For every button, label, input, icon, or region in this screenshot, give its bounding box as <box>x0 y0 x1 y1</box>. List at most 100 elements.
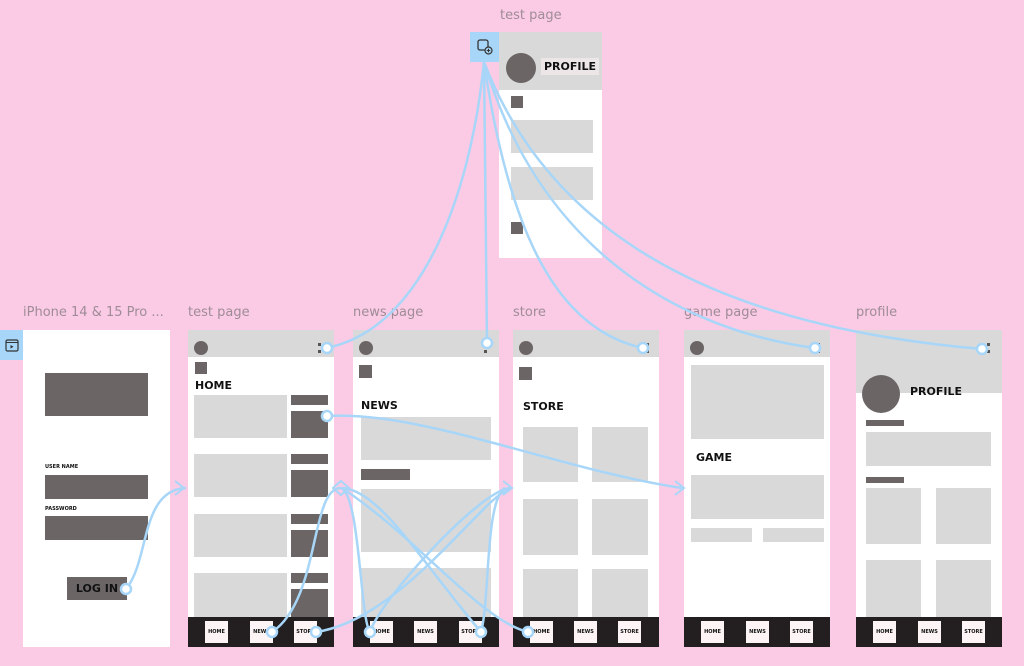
game-button <box>763 528 824 542</box>
frame-title-profile[interactable]: profile <box>856 305 898 320</box>
header <box>684 330 830 357</box>
page-heading: HOME <box>195 379 233 392</box>
avatar <box>862 375 900 413</box>
page-heading: NEWS <box>361 399 398 412</box>
frame-title-top-test-page[interactable]: test page <box>500 8 562 23</box>
product-tile <box>592 499 648 555</box>
news-block <box>361 417 491 460</box>
card-title <box>291 454 328 464</box>
login-button[interactable]: LOG IN <box>67 577 127 600</box>
game-button <box>691 528 752 542</box>
card-image <box>194 514 287 557</box>
icon-square <box>359 365 372 378</box>
news-block <box>361 489 491 552</box>
card-title <box>291 573 328 583</box>
bottom-nav: HOME NEWS STORE <box>684 617 830 647</box>
frame-profile[interactable]: PROFILE HOME NEWS STORE <box>856 330 1002 647</box>
profile-tile <box>936 488 991 544</box>
nav-news[interactable]: NEWS <box>414 621 437 643</box>
bottom-nav: HOME NEWS STORE <box>188 617 334 647</box>
username-input[interactable] <box>45 475 148 499</box>
card-image <box>194 573 287 617</box>
nav-home[interactable]: HOME <box>205 621 228 643</box>
nav-store[interactable]: STORE <box>790 621 813 643</box>
nav-news[interactable]: NEWS <box>746 621 769 643</box>
flow-start-tab[interactable] <box>470 32 499 62</box>
news-block <box>361 568 491 618</box>
card-thumb <box>291 589 328 617</box>
icon-square <box>519 367 532 380</box>
profile-label: PROFILE <box>541 58 600 75</box>
nav-news[interactable]: NEWS <box>250 621 273 643</box>
menu-icon[interactable] <box>484 343 487 353</box>
frame-title-game-page[interactable]: game page <box>684 305 758 320</box>
menu-icon[interactable] <box>646 343 649 353</box>
menu-icon[interactable] <box>318 343 321 353</box>
avatar <box>359 341 373 355</box>
password-label: PASSWORD <box>45 506 77 512</box>
product-tile <box>523 499 578 555</box>
header <box>188 330 334 357</box>
nav-home[interactable]: HOME <box>370 621 393 643</box>
game-block <box>691 475 824 519</box>
section-label <box>866 420 904 426</box>
frame-store[interactable]: STORE HOME NEWS STORE <box>513 330 659 647</box>
news-tag <box>361 469 410 480</box>
nav-home[interactable]: HOME <box>701 621 724 643</box>
menu-icon[interactable] <box>817 343 820 353</box>
avatar <box>519 341 533 355</box>
icon-square <box>511 96 523 108</box>
frame-test-page[interactable]: HOME HOME NEWS STORE <box>188 330 334 647</box>
nav-store[interactable]: STORE <box>962 621 985 643</box>
section-label <box>866 477 904 483</box>
bottom-nav: HOME NEWS STORE <box>513 617 659 647</box>
password-input[interactable] <box>45 516 148 540</box>
product-tile <box>523 427 578 482</box>
play-flow-icon <box>4 339 19 352</box>
page-heading: GAME <box>696 451 733 464</box>
nav-store[interactable]: STORE <box>294 621 317 643</box>
avatar <box>194 341 208 355</box>
card-title <box>291 514 328 524</box>
profile-tile <box>866 488 921 544</box>
frame-news-page[interactable]: NEWS HOME NEWS STORE <box>353 330 499 647</box>
profile-block <box>866 432 991 466</box>
product-tile <box>523 569 578 617</box>
prototype-start-tab[interactable] <box>0 330 23 360</box>
nav-store[interactable]: STORE <box>618 621 641 643</box>
nav-store[interactable]: STORE <box>459 621 482 643</box>
nav-news[interactable]: NEWS <box>918 621 941 643</box>
card-thumb <box>291 530 328 557</box>
avatar <box>690 341 704 355</box>
nav-news[interactable]: NEWS <box>574 621 597 643</box>
header <box>353 330 499 357</box>
add-flow-icon <box>476 39 493 55</box>
card-title <box>291 395 328 405</box>
frame-top-test-page[interactable]: PROFILE <box>499 32 602 258</box>
card-thumb[interactable] <box>291 411 328 438</box>
username-label: USER NAME <box>45 464 79 470</box>
profile-tile <box>936 560 991 617</box>
menu-icon[interactable] <box>987 343 990 353</box>
content-block <box>511 167 593 200</box>
profile-tile <box>866 560 921 617</box>
page-heading: STORE <box>523 400 564 413</box>
header <box>513 330 659 357</box>
frame-login[interactable]: USER NAME PASSWORD LOG IN <box>23 330 170 647</box>
product-tile <box>592 427 648 482</box>
frame-title-news-page[interactable]: news page <box>353 305 424 320</box>
logo-placeholder <box>45 373 148 416</box>
frame-game-page[interactable]: GAME HOME NEWS STORE <box>684 330 830 647</box>
nav-home[interactable]: HOME <box>530 621 553 643</box>
game-banner <box>691 365 824 439</box>
bottom-nav: HOME NEWS STORE <box>856 617 1002 647</box>
card-image <box>194 395 287 438</box>
nav-home[interactable]: HOME <box>873 621 896 643</box>
card-image <box>194 454 287 497</box>
frame-title-test-page[interactable]: test page <box>188 305 250 320</box>
frame-title-store[interactable]: store <box>513 305 546 320</box>
page-heading: PROFILE <box>910 385 963 398</box>
card-thumb <box>291 470 328 497</box>
icon-square <box>511 222 523 234</box>
frame-title-login[interactable]: iPhone 14 & 15 Pro ... <box>23 305 164 320</box>
